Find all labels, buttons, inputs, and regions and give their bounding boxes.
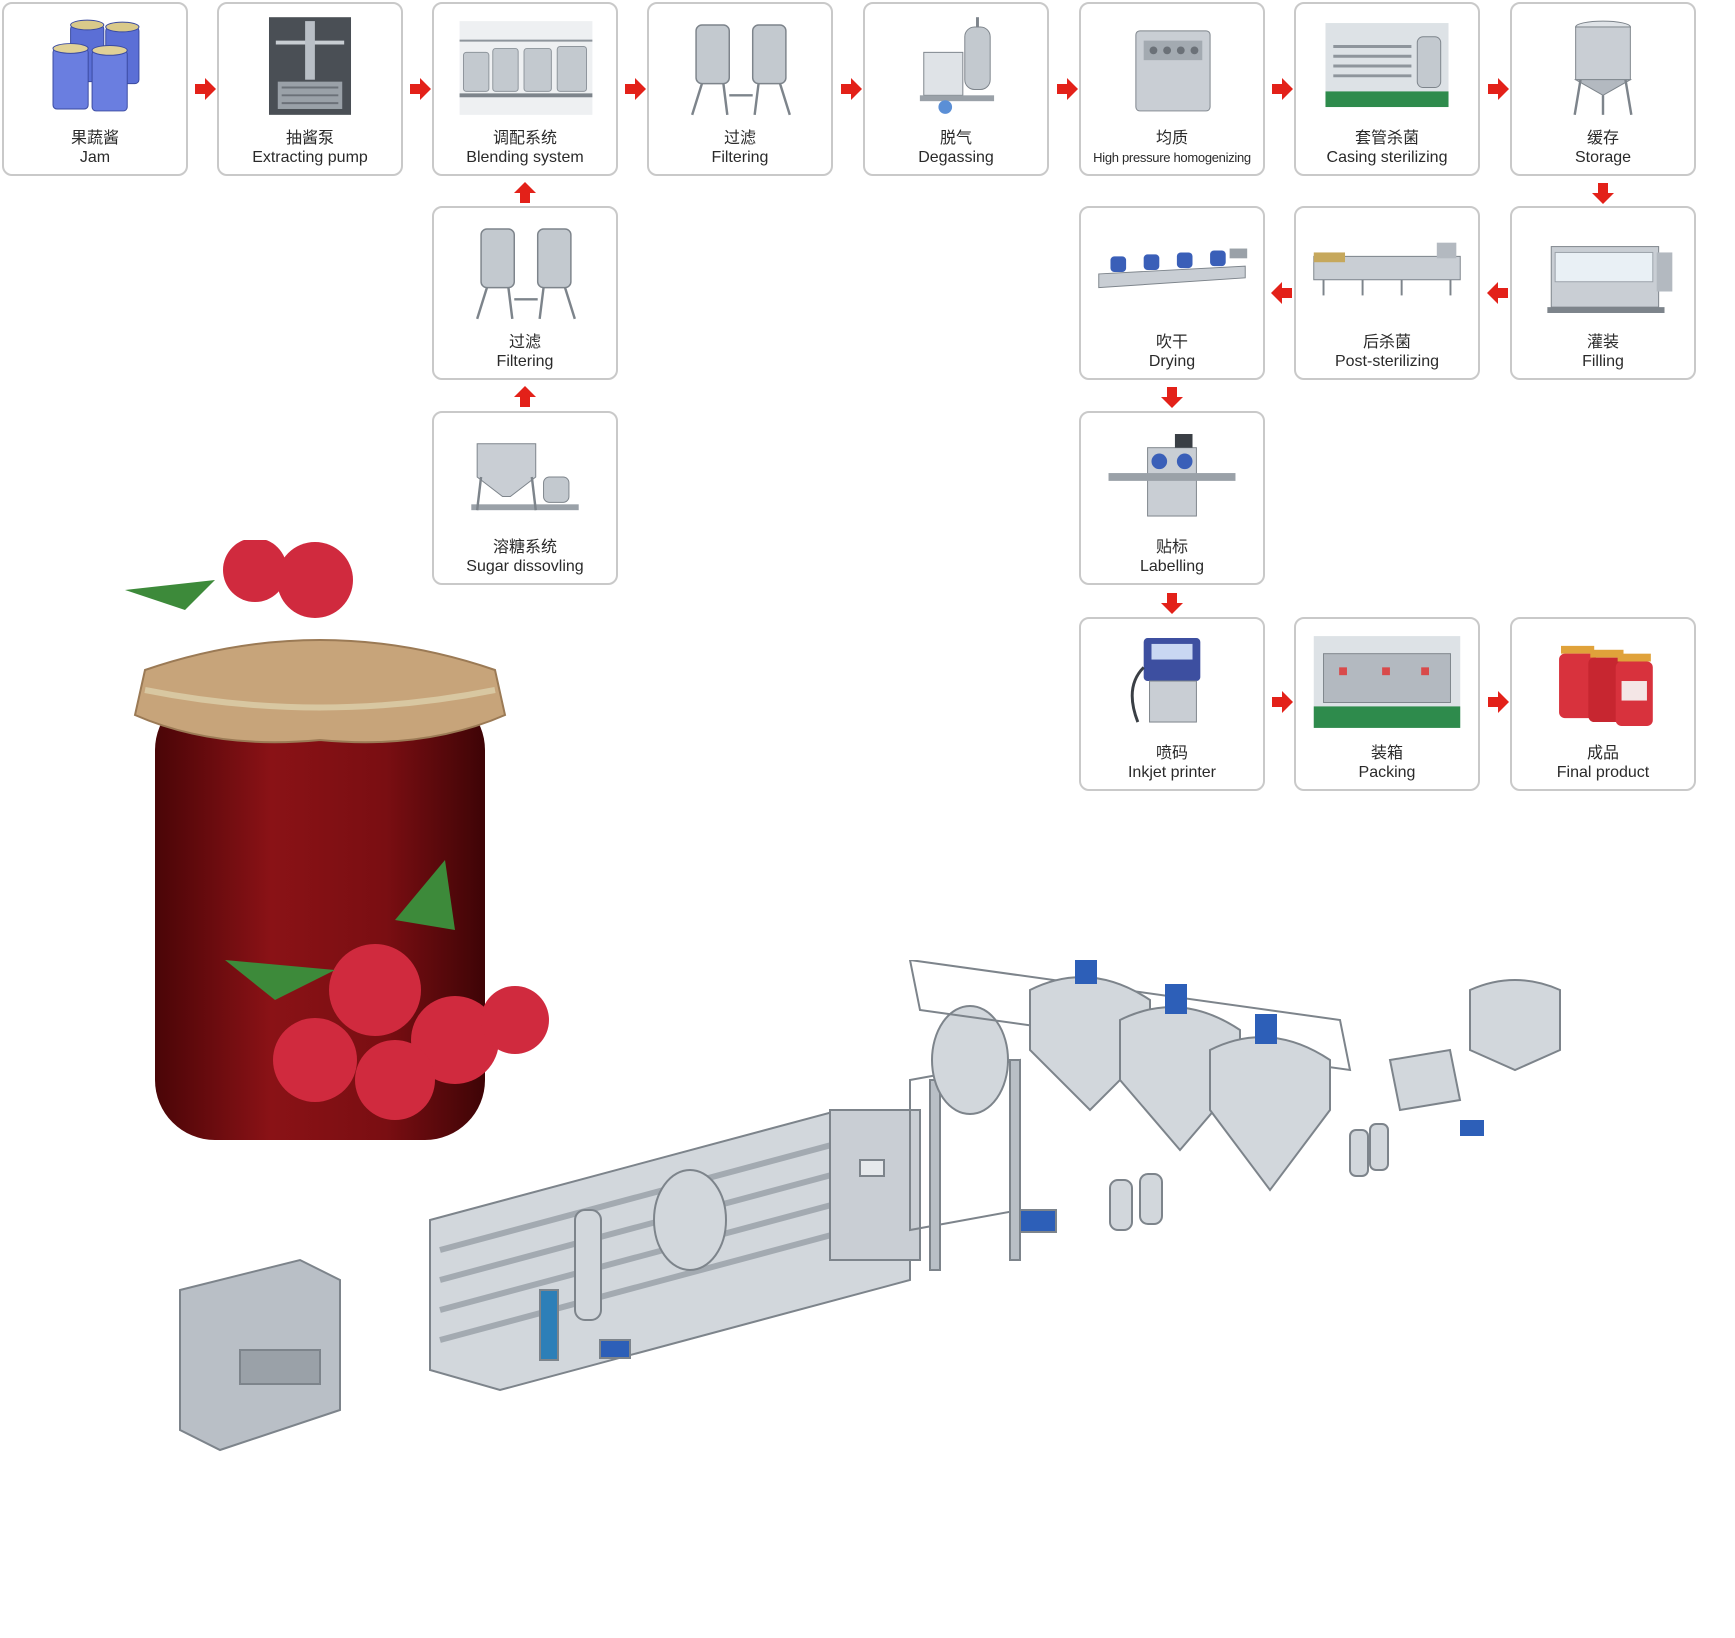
air-dryer-icon	[1089, 216, 1255, 326]
jam-drums-icon	[12, 12, 178, 122]
tube-sterilizer-icon	[1304, 12, 1470, 122]
step-label-en: Casing sterilizing	[1326, 149, 1448, 166]
step-label-en: Filtering	[496, 353, 554, 370]
step-drying: 吹干 Drying	[1079, 206, 1265, 380]
degasser-icon	[873, 12, 1039, 122]
step-degassing: 脱气 Degassing	[863, 2, 1049, 176]
step-storage: 缓存 Storage	[1510, 2, 1696, 176]
step-label-en: Blending system	[466, 149, 584, 166]
twin-filter-icon	[657, 12, 823, 122]
arrow-down-icon	[1160, 591, 1184, 615]
step-labelling: 贴标 Labelling	[1079, 411, 1265, 585]
arrow-right-icon	[1055, 77, 1079, 101]
step-blending-system: 调配系统 Blending system	[432, 2, 618, 176]
arrow-right-icon	[1486, 690, 1510, 714]
arrow-down-icon	[1160, 385, 1184, 409]
step-label-zh: 调配系统	[492, 128, 557, 147]
step-filtering: 过滤 Filtering	[647, 2, 833, 176]
labeller-icon	[1089, 421, 1255, 531]
arrow-down-icon	[1591, 181, 1615, 205]
blending-tanks-icon	[442, 12, 608, 122]
arrow-up-icon	[513, 385, 537, 409]
step-label-en: Post-sterilizing	[1334, 353, 1440, 370]
step-label-zh: 果蔬酱	[70, 128, 119, 147]
step-filtering-2: 过滤 Filtering	[432, 206, 618, 380]
inkjet-printer-icon	[1089, 627, 1255, 737]
tunnel-sterilizer-icon	[1304, 216, 1470, 326]
step-label-en: Sugar dissovling	[466, 558, 584, 575]
step-label-en: Filling	[1582, 353, 1624, 370]
step-label-en: Drying	[1148, 353, 1196, 370]
arrow-right-icon	[408, 77, 432, 101]
step-sugar-dissolving: 溶糖系统 Sugar dissovling	[432, 411, 618, 585]
filling-machine-icon	[1520, 216, 1686, 326]
step-label-zh: 过滤	[723, 128, 756, 147]
step-label-en: Labelling	[1139, 558, 1205, 575]
arrow-left-icon	[1486, 281, 1510, 305]
step-casing-sterilizing: 套管杀菌 Casing sterilizing	[1294, 2, 1480, 176]
step-label-en: Packing	[1358, 764, 1416, 781]
step-label-en: Degassing	[918, 149, 994, 166]
step-label-zh: 成品	[1586, 743, 1619, 762]
step-jam: 果蔬酱 Jam	[2, 2, 188, 176]
pump-rig-icon	[227, 12, 393, 122]
step-label-zh: 过滤	[508, 332, 541, 351]
step-label-zh: 抽酱泵	[285, 128, 334, 147]
arrow-right-icon	[1270, 77, 1294, 101]
arrow-right-icon	[623, 77, 647, 101]
step-label-en: Inkjet printer	[1127, 764, 1217, 781]
step-label-zh: 均质	[1155, 128, 1188, 147]
step-label-en: Jam	[79, 149, 111, 166]
step-label-zh: 后杀菌	[1362, 332, 1411, 351]
step-packing: 装箱 Packing	[1294, 617, 1480, 791]
step-post-sterilizing: 后杀菌 Post-sterilizing	[1294, 206, 1480, 380]
sugar-dissolver-icon	[442, 421, 608, 531]
arrow-left-icon	[1270, 281, 1294, 305]
step-extracting-pump: 抽酱泵 Extracting pump	[217, 2, 403, 176]
step-inkjet-printer: 喷码 Inkjet printer	[1079, 617, 1265, 791]
step-filling: 灌装 Filling	[1510, 206, 1696, 380]
arrow-up-icon	[513, 181, 537, 205]
step-label-en: Filtering	[711, 149, 769, 166]
step-label-zh: 溶糖系统	[492, 537, 557, 556]
step-label-zh: 灌装	[1586, 332, 1619, 351]
jam-jars-icon	[1520, 627, 1686, 737]
arrow-right-icon	[1486, 77, 1510, 101]
storage-tank-icon	[1520, 12, 1686, 122]
step-label-en: Storage	[1574, 149, 1632, 166]
arrow-right-icon	[1270, 690, 1294, 714]
step-label-zh: 装箱	[1370, 743, 1403, 762]
production-line-illustration	[170, 960, 1730, 1630]
twin-filter-icon	[442, 216, 608, 326]
step-label-en: Final product	[1556, 764, 1650, 781]
step-label-en: High pressure homogenizing	[1093, 150, 1251, 165]
raspberry-jam-jar-illustration	[125, 540, 595, 1210]
homogenizer-icon	[1089, 12, 1255, 122]
step-final-product: 成品 Final product	[1510, 617, 1696, 791]
step-label-zh: 喷码	[1155, 743, 1188, 762]
step-label-zh: 套管杀菌	[1354, 128, 1419, 147]
arrow-right-icon	[193, 77, 217, 101]
arrow-right-icon	[839, 77, 863, 101]
step-label-zh: 脱气	[939, 128, 972, 147]
step-label-zh: 吹干	[1155, 332, 1188, 351]
step-label-en: Extracting pump	[252, 149, 368, 166]
step-homogenizing: 均质 High pressure homogenizing	[1079, 2, 1265, 176]
step-label-zh: 缓存	[1586, 128, 1619, 147]
step-label-zh: 贴标	[1155, 537, 1188, 556]
case-packer-icon	[1304, 627, 1470, 737]
